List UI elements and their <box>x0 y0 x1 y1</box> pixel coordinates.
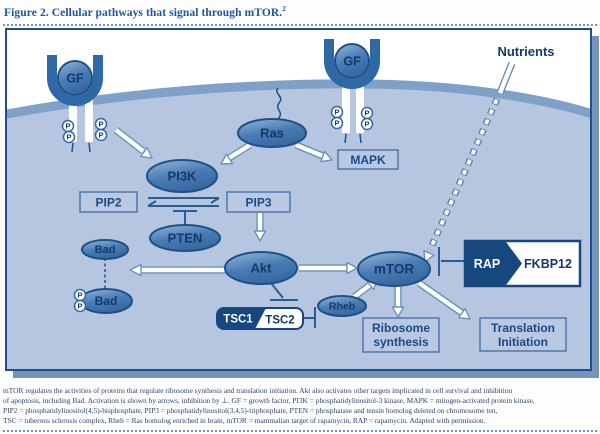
pi3k-node <box>146 159 218 193</box>
pi3k-label: PI3K <box>168 169 198 184</box>
caption-line: TSC = tuberous sclerosis complex, Rheb =… <box>3 416 486 425</box>
growth-factor-label: GF <box>66 72 84 86</box>
akt-label: Akt <box>251 261 273 276</box>
pip3-label: PIP3 <box>245 196 271 210</box>
svg-text:Initiation: Initiation <box>498 335 548 349</box>
svg-text:P: P <box>334 108 339 117</box>
tsc-complex: TSC1 TSC2 <box>216 307 304 330</box>
svg-text:P: P <box>98 120 103 129</box>
rap-mtor-inhibition-tee <box>438 247 464 276</box>
pten-inhibition-tee <box>173 210 197 225</box>
pathway-diagram: Nutrients GF P P P <box>5 28 599 378</box>
akt-node <box>224 251 298 285</box>
svg-text:P: P <box>364 109 369 118</box>
pten-node <box>149 224 221 252</box>
svg-text:P: P <box>334 119 339 128</box>
growth-factor-receptor-right: GF P P P P <box>324 39 380 144</box>
equilibrium-arrows <box>147 197 220 207</box>
figure-title-superscript: 2 <box>282 5 286 13</box>
growth-factor-node <box>334 43 370 79</box>
ras-node <box>237 118 307 148</box>
svg-text:P: P <box>364 120 369 129</box>
phosphate-icon: P P <box>73 288 87 313</box>
svg-text:Translation: Translation <box>491 321 555 335</box>
rap-label: RAP <box>474 257 500 271</box>
bad-complex: Bad Bad P P <box>73 239 133 314</box>
svg-text:P: P <box>65 122 70 131</box>
caption-line: PIP2 = phosphatidylinositol(4,5)-bisphos… <box>3 406 498 415</box>
mapk-label: MAPK <box>350 153 386 167</box>
svg-text:P: P <box>98 131 103 140</box>
pip2-box <box>79 191 138 213</box>
rheb-label: Rheb <box>329 301 355 313</box>
tsc1-label: TSC1 <box>223 314 253 326</box>
panel-shadow-right <box>591 36 599 378</box>
receptor-icon <box>324 39 380 89</box>
panel-shadow-bottom <box>13 370 599 378</box>
pip3-box <box>226 191 291 213</box>
caption-line: mTOR regulates the activities of protein… <box>3 386 513 395</box>
pip2-label: PIP2 <box>95 196 121 210</box>
tsc2-label: TSC2 <box>265 315 294 327</box>
phosphate-icon: P P P P <box>330 105 374 131</box>
mtor-label: mTOR <box>374 262 415 277</box>
receptor-icon <box>47 55 103 106</box>
arrow-ras-to-pi3k <box>220 141 252 165</box>
fkbp12-label: FKBP12 <box>524 257 572 271</box>
mapk-box <box>337 149 399 170</box>
svg-text:synthesis: synthesis <box>373 335 429 349</box>
arrow-ras-to-mapk <box>294 141 333 163</box>
figure-caption: mTOR regulates the activities of protein… <box>3 386 598 426</box>
bad-label: Bad <box>95 244 116 256</box>
arrow-akt-to-mtor <box>299 261 358 275</box>
bottom-dotted-divider <box>3 430 597 432</box>
phosphate-icon: P P P P <box>61 117 108 144</box>
rheb-node <box>317 295 367 317</box>
growth-factor-receptor-left: GF P P P P <box>47 55 108 153</box>
pten-label: PTEN <box>168 231 203 246</box>
arrow-mtor-to-ribosome <box>391 287 405 318</box>
arrow-mtor-to-translation <box>416 280 471 320</box>
translation-initiation-box: Translation Initiation <box>479 317 567 352</box>
top-dotted-divider <box>3 24 597 26</box>
caption-line: of apoptosis, including Bad. Activation … <box>3 396 535 405</box>
svg-text:P: P <box>66 133 71 142</box>
svg-text:P: P <box>77 291 82 300</box>
rap-fkbp12-complex: RAP FKBP12 <box>463 239 582 288</box>
growth-factor-node <box>57 60 93 96</box>
ribosome-synthesis-box: Ribosome synthesis <box>362 317 440 353</box>
arrow-gf-to-pi3k <box>113 127 153 159</box>
arrow-akt-to-bad <box>129 263 228 277</box>
nutrients-arrow <box>423 61 516 263</box>
growth-factor-label: GF <box>343 55 361 69</box>
svg-text:Ribosome: Ribosome <box>372 321 430 335</box>
akt-tsc-inhibition-tee <box>270 282 298 301</box>
bad-node-upper <box>81 239 129 260</box>
nutrients-label: Nutrients <box>497 44 554 59</box>
svg-text:P: P <box>77 302 82 311</box>
tsc-rheb-inhibition-tee <box>304 307 316 328</box>
figure-title: Figure 2. Cellular pathways that signal … <box>4 5 596 19</box>
bad-label: Bad <box>95 294 118 308</box>
receptor-ras-linker <box>276 87 282 120</box>
figure-title-text: Figure 2. Cellular pathways that signal … <box>4 6 283 19</box>
ras-label: Ras <box>260 126 284 141</box>
mtor-node <box>357 251 431 287</box>
arrow-pip3-to-akt <box>253 213 267 242</box>
